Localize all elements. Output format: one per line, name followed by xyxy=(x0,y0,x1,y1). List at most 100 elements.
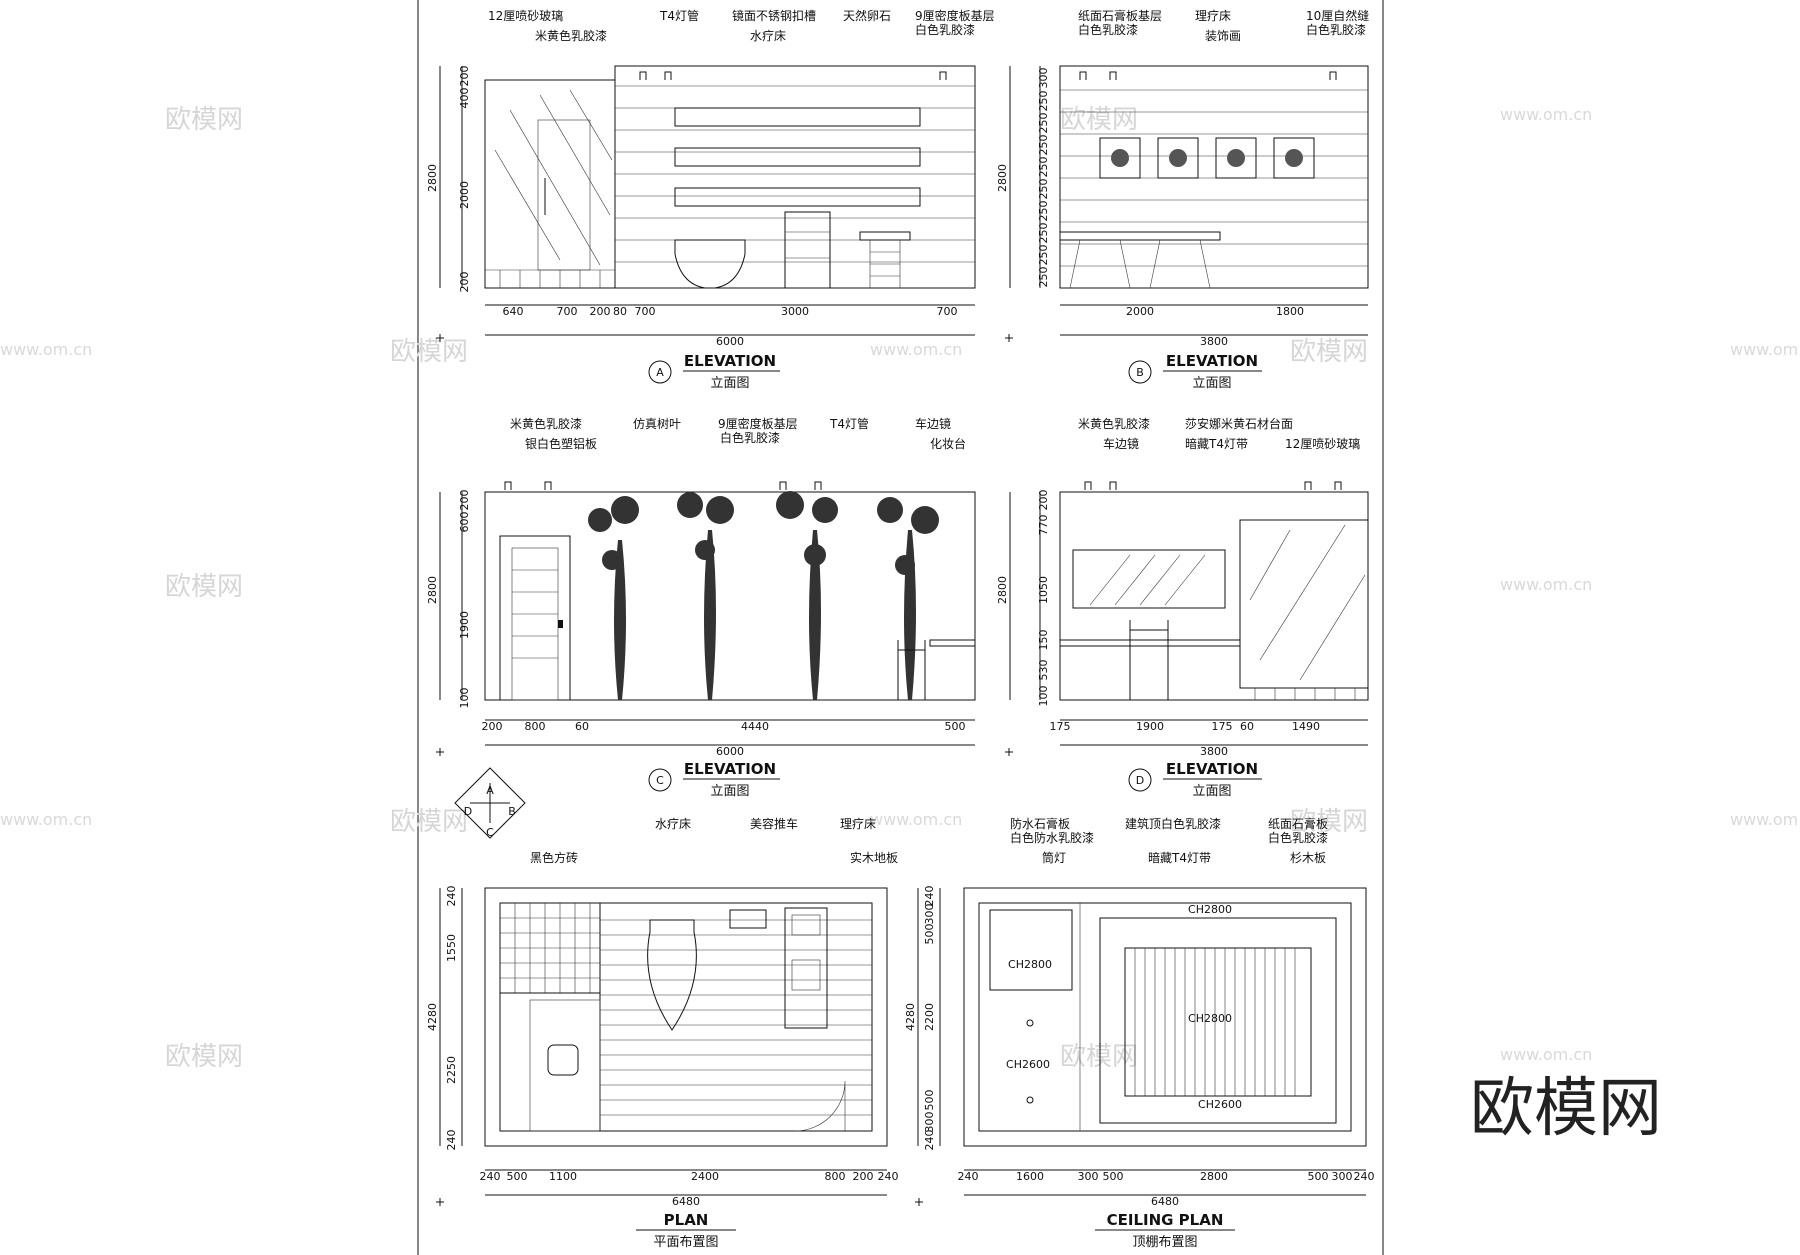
watermark-big-logo: 欧模网 xyxy=(1470,1072,1662,1146)
elevation-a-subtitle: 立面图 xyxy=(710,376,749,391)
pebble-strip xyxy=(674,147,921,167)
t4-lamp-marks xyxy=(639,71,947,80)
registration-marks xyxy=(436,334,1013,1206)
svg-text:白色乳胶漆: 白色乳胶漆 xyxy=(1268,830,1328,845)
svg-text:纸面石膏板基层: 纸面石膏板基层 xyxy=(1078,8,1162,23)
therapy-bed-plan xyxy=(784,907,828,1029)
svg-text:美容推车: 美容推车 xyxy=(750,816,798,831)
watermark-logo: 欧模网 xyxy=(165,572,243,602)
vanity-table xyxy=(929,639,976,647)
svg-text:1900: 1900 xyxy=(458,611,471,639)
svg-text:240: 240 xyxy=(878,1170,899,1183)
svg-text:300: 300 xyxy=(923,904,936,925)
watermark-logo: 欧模网 xyxy=(1290,337,1368,367)
ceiling-outline xyxy=(963,887,1367,1147)
svg-text:400: 400 xyxy=(458,88,471,109)
svg-text:250: 250 xyxy=(1037,135,1050,156)
svg-text:暗藏T4灯带: 暗藏T4灯带 xyxy=(1185,436,1248,451)
watermark-logo: 欧模网 xyxy=(1060,105,1138,135)
watermark-layer: 欧模网 欧模网 欧模网 欧模网 欧模网 欧模网 欧模网 欧模网 欧模网 www.… xyxy=(0,105,1800,1146)
svg-text:530: 530 xyxy=(1037,660,1050,681)
decorative-paintings xyxy=(1099,137,1315,179)
frosted-glass xyxy=(1239,519,1369,689)
svg-text:D: D xyxy=(464,805,472,818)
watermark-url: www.om.cn xyxy=(1500,105,1592,124)
svg-text:1100: 1100 xyxy=(549,1170,577,1183)
ceiling-plan: CH2800 CH2800 CH2800 CH2600 CH2600 240 3… xyxy=(904,816,1375,1250)
elevation-d: 200 770 1050 150 530 100 2800 175 1900 1… xyxy=(996,416,1369,799)
watermark-url: www.om.cn xyxy=(0,340,92,359)
svg-text:A: A xyxy=(486,784,494,797)
chair-plan xyxy=(547,1044,579,1076)
svg-text:建筑顶白色乳胶漆: 建筑顶白色乳胶漆 xyxy=(1125,816,1221,831)
svg-text:仿真树叶: 仿真树叶 xyxy=(633,416,681,431)
hydro-bath-plan xyxy=(647,919,697,1031)
watermark-logo: 欧模网 xyxy=(1290,807,1368,837)
svg-text:银白色塑铝板: 银白色塑铝板 xyxy=(525,436,597,451)
svg-text:2000: 2000 xyxy=(1126,305,1154,318)
svg-text:80: 80 xyxy=(613,305,627,318)
svg-text:3800: 3800 xyxy=(1200,335,1228,348)
elevation-c-subtitle: 立面图 xyxy=(710,784,749,799)
svg-text:300: 300 xyxy=(923,1112,936,1133)
svg-text:240: 240 xyxy=(923,886,936,907)
svg-text:理疗床: 理疗床 xyxy=(1195,9,1231,23)
pebble-strip xyxy=(674,187,921,207)
wall-panel-lines xyxy=(615,85,975,263)
ceiling-recess xyxy=(1099,917,1337,1124)
svg-text:1490: 1490 xyxy=(1292,720,1320,733)
elevation-a-title: ELEVATION xyxy=(684,352,776,370)
svg-text:200: 200 xyxy=(590,305,611,318)
svg-text:200: 200 xyxy=(458,66,471,87)
bevel-mirror xyxy=(1072,549,1226,609)
svg-text:2800: 2800 xyxy=(426,164,439,192)
svg-text:100: 100 xyxy=(458,688,471,709)
svg-text:300: 300 xyxy=(1037,68,1050,89)
wall-elevation-d xyxy=(1059,491,1369,701)
door xyxy=(499,535,571,701)
svg-text:500: 500 xyxy=(1103,1170,1124,1183)
watermark-logo: 欧模网 xyxy=(1060,1042,1138,1072)
svg-text:500: 500 xyxy=(945,720,966,733)
svg-text:4280: 4280 xyxy=(426,1003,439,1031)
watermark-url: www.om.cn xyxy=(0,810,92,829)
door-swing xyxy=(794,1080,846,1132)
svg-text:700: 700 xyxy=(557,305,578,318)
svg-text:1600: 1600 xyxy=(1016,1170,1044,1183)
svg-text:黑色方砖: 黑色方砖 xyxy=(530,850,578,865)
svg-text:T4灯管: T4灯管 xyxy=(829,416,869,431)
svg-text:纸面石膏板: 纸面石膏板 xyxy=(1268,816,1328,831)
svg-text:化妆台: 化妆台 xyxy=(930,436,966,451)
fir-wood-panel xyxy=(1124,947,1312,1097)
watermark-url: www.om.cn xyxy=(1730,340,1800,359)
svg-text:水疗床: 水疗床 xyxy=(655,817,691,831)
svg-text:2400: 2400 xyxy=(691,1170,719,1183)
svg-text:800: 800 xyxy=(825,1170,846,1183)
elevation-d-subtitle: 立面图 xyxy=(1192,784,1231,799)
svg-text:天然卵石: 天然卵石 xyxy=(843,8,891,23)
downlight-icon xyxy=(1026,1019,1034,1027)
svg-text:2200: 2200 xyxy=(923,1003,936,1031)
svg-text:CH2800: CH2800 xyxy=(1008,958,1052,971)
svg-text:2800: 2800 xyxy=(1200,1170,1228,1183)
svg-text:2000: 2000 xyxy=(458,181,471,209)
svg-text:10厘自然缝: 10厘自然缝 xyxy=(1306,8,1369,23)
svg-text:700: 700 xyxy=(937,305,958,318)
watermark-logo: 欧模网 xyxy=(165,1042,243,1072)
svg-text:车边镜: 车边镜 xyxy=(1103,436,1139,451)
svg-text:水疗床: 水疗床 xyxy=(750,29,786,43)
svg-text:6000: 6000 xyxy=(716,335,744,348)
svg-text:240: 240 xyxy=(480,1170,501,1183)
side-table xyxy=(859,231,911,241)
elevation-d-title: ELEVATION xyxy=(1166,760,1258,778)
wood-floor xyxy=(600,919,872,1116)
svg-text:240: 240 xyxy=(923,1130,936,1151)
svg-text:T4灯管: T4灯管 xyxy=(659,8,699,23)
wall-elevation-c xyxy=(484,491,976,701)
svg-text:500: 500 xyxy=(1308,1170,1329,1183)
watermark-logo: 欧模网 xyxy=(165,105,243,135)
svg-text:2800: 2800 xyxy=(426,576,439,604)
svg-text:700: 700 xyxy=(635,305,656,318)
elevation-b-title: ELEVATION xyxy=(1166,352,1258,370)
